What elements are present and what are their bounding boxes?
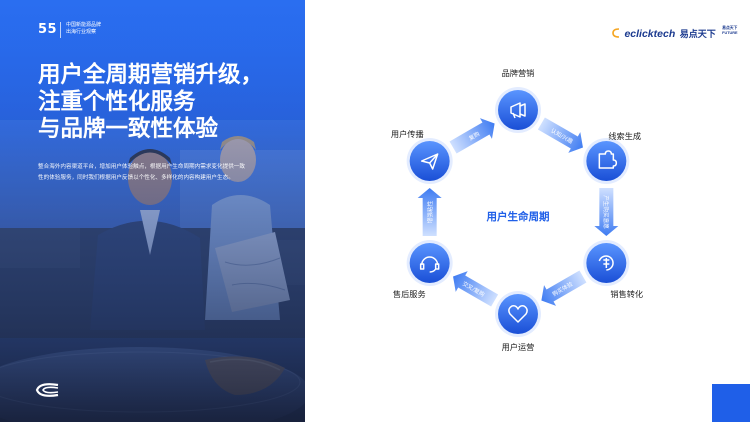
cycle-arrow: 产生购买意愿 bbox=[594, 188, 619, 236]
node-label: 销售转化 bbox=[610, 289, 643, 299]
cycle-arrow: 复购 bbox=[449, 118, 495, 154]
node-circle bbox=[409, 243, 450, 283]
arrow-shape bbox=[537, 117, 583, 153]
brand-logo: eclicktech 易点天下 易点天下 FUTURE bbox=[612, 24, 738, 41]
brand-tag-line-2: FUTURE bbox=[722, 30, 738, 35]
arrow-shape bbox=[449, 118, 495, 154]
business-meeting-photo bbox=[0, 0, 305, 422]
brand-tag: 易点天下 FUTURE bbox=[722, 26, 737, 35]
node-circle bbox=[586, 141, 627, 181]
brand-tag-line-1: 易点天下 bbox=[722, 26, 738, 30]
arrow-label: 产生购买意愿 bbox=[602, 195, 610, 229]
node-label: 线索生成 bbox=[608, 131, 641, 141]
puzzle-icon bbox=[598, 150, 618, 169]
page-title-line-2: 注重个性化服务 bbox=[38, 89, 196, 115]
hero-panel: 55 中国新能源品牌 出海行业观察 用户全周期营销升级， 注重个性化服务 与品牌… bbox=[0, 0, 305, 422]
arrow-shape bbox=[594, 188, 619, 236]
page-title: 用户全周期营销升级， 注重个性化服务 与品牌一致性体验 bbox=[38, 62, 298, 143]
megaphone-icon bbox=[510, 102, 526, 119]
arrow-label: 增强粘性 bbox=[426, 200, 434, 223]
lifecycle-node: 线索生成 bbox=[583, 131, 641, 184]
corner-accent-square bbox=[712, 384, 750, 422]
lifecycle-node: 销售转化 bbox=[583, 240, 643, 299]
node-circle bbox=[498, 294, 538, 334]
lifecycle-node: 售后服务 bbox=[393, 240, 453, 299]
money-exchange-icon bbox=[598, 255, 614, 271]
node-label: 用户传播 bbox=[391, 129, 424, 139]
brand-word: eclicktech bbox=[624, 28, 676, 40]
report-name-line-1: 中国新能源品牌 bbox=[66, 22, 102, 28]
lifecycle-node: 品牌营销 bbox=[495, 68, 541, 133]
node-label: 用户运营 bbox=[502, 342, 535, 352]
node-label: 品牌营销 bbox=[502, 68, 535, 78]
arrow-shape bbox=[541, 270, 587, 306]
brand-cn-name: 易点天下 bbox=[679, 29, 716, 39]
cycle-arrow: 交叉/复购 bbox=[453, 271, 499, 307]
cycle-arrow: 认知/兴趣 bbox=[537, 117, 583, 153]
heart-handshake-icon bbox=[508, 305, 528, 323]
cycle-arrow: 增强粘性 bbox=[417, 188, 442, 236]
headset-icon bbox=[419, 256, 440, 273]
lifecycle-center-label: 用户生命周期 bbox=[486, 210, 550, 223]
brand-swoosh-icon bbox=[612, 24, 624, 41]
description-text: 整合海外内容渠道平台，增加用户体验触点，根据用户生命周期内需求变化提供一致性的体… bbox=[38, 164, 245, 181]
page-title-line-1: 用户全周期营销升级， bbox=[38, 62, 264, 88]
lifecycle-node: 用户运营 bbox=[495, 291, 541, 352]
report-name-line-2: 出海行业观察 bbox=[66, 29, 97, 35]
report-name: 中国新能源品牌 出海行业观察 bbox=[66, 22, 101, 36]
node-circle bbox=[409, 141, 450, 181]
node-circle bbox=[498, 90, 538, 130]
paper-plane-icon bbox=[420, 153, 439, 170]
page-title-line-3: 与品牌一致性体验 bbox=[38, 116, 219, 142]
header-divider bbox=[60, 22, 61, 38]
arrow-shape bbox=[417, 188, 442, 236]
cycle-arrow: 购买体验 bbox=[541, 270, 587, 306]
node-label: 售后服务 bbox=[393, 289, 426, 299]
corner-logo-icon bbox=[35, 383, 59, 397]
lifecycle-node: 用户传播 bbox=[391, 129, 453, 184]
page-number: 55 bbox=[38, 22, 58, 37]
arrow-shape bbox=[453, 271, 499, 307]
